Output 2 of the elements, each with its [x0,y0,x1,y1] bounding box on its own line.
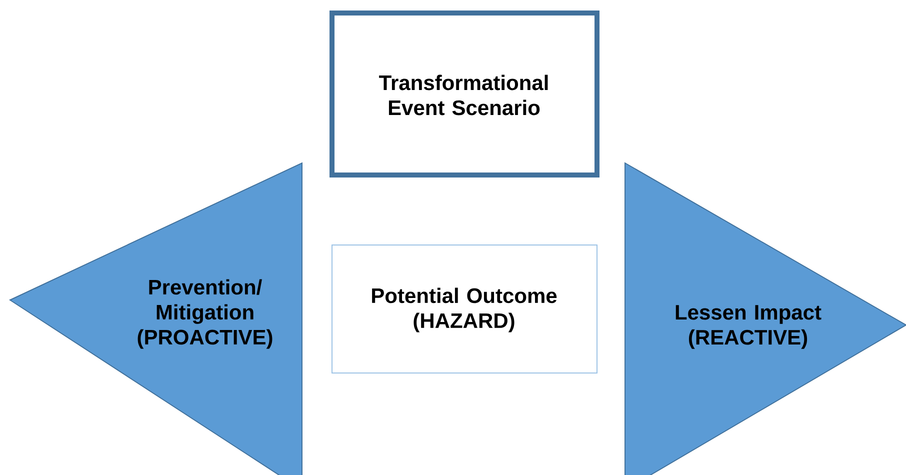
outcome-box: Potential Outcome (HAZARD) [332,244,598,374]
scenario-box: Transformational Event Scenario [330,10,600,178]
